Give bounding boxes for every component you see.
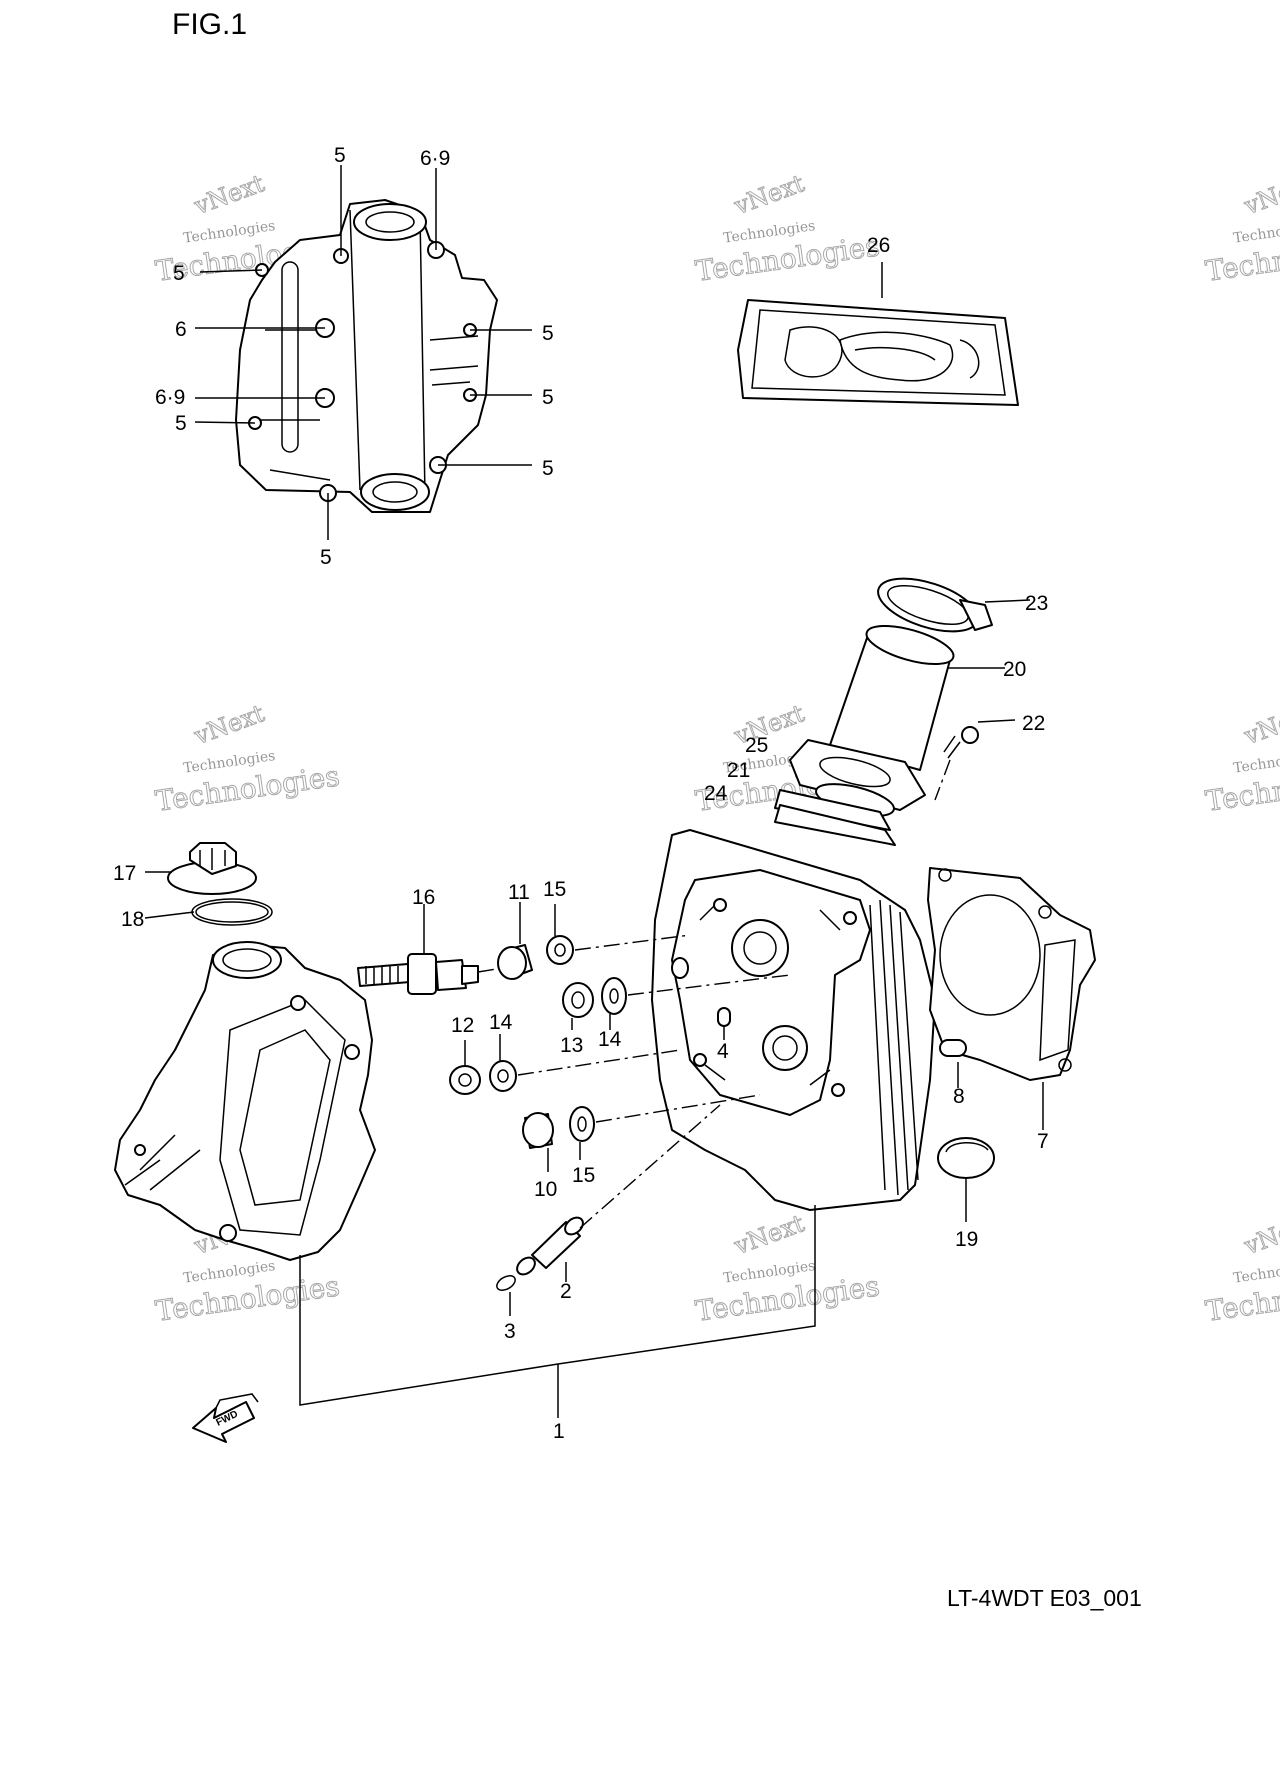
callout-16: 16: [412, 886, 435, 909]
watermark-text: Technologies: [1232, 748, 1280, 777]
callout-25: 25: [745, 734, 768, 757]
callout-5: 5: [542, 457, 554, 480]
callout-22: 22: [1022, 712, 1045, 735]
callout-26: 26: [867, 234, 890, 257]
cap-nut-top: [497, 944, 533, 980]
watermark-text: Technologies: [1232, 218, 1280, 247]
plug-cap: [937, 1137, 995, 1179]
callout-6-9: 6·9: [420, 147, 450, 170]
callout-5: 5: [320, 546, 332, 569]
callout-14: 14: [489, 1011, 513, 1034]
callout-12: 12: [451, 1014, 474, 1037]
diagram-code: LT-4WDT E03_001: [947, 1585, 1142, 1611]
callout-15: 15: [572, 1164, 595, 1187]
forward-arrow-icon: FWD: [192, 1393, 259, 1443]
watermark-text: Technologies: [1232, 1258, 1280, 1287]
gasket-set: [737, 299, 1019, 406]
dowel-pin: [939, 1039, 967, 1057]
callout-5: 5: [173, 262, 185, 285]
callout-14: 14: [598, 1028, 622, 1051]
svg-text:vNext: vNext: [190, 169, 268, 220]
callout-2: 2: [560, 1280, 572, 1303]
callout-19: 19: [955, 1228, 978, 1251]
valve-guide: [516, 1216, 584, 1276]
washer-top: [546, 935, 574, 965]
cylinder-head: [651, 829, 936, 1211]
callout-4: 4: [717, 1040, 729, 1063]
o-ring: [191, 898, 273, 926]
svg-text:vNext: vNext: [730, 1209, 808, 1260]
callout-5: 5: [334, 144, 346, 167]
cylinder-head-cover: [114, 941, 376, 1261]
svg-text:Technologies: Technologies: [693, 229, 881, 287]
cap-nut-low: [522, 1112, 554, 1149]
callout-8: 8: [953, 1085, 965, 1108]
valve-clip: [496, 1275, 516, 1291]
flange-nut-low: [449, 1065, 481, 1095]
callout-23: 23: [1025, 592, 1048, 615]
callout-labels: 5 6·9 5 6 6·9 5 5 5 5 5 26 23 20 22 25 2…: [113, 144, 1049, 1443]
flange-nut-mid: [562, 982, 594, 1018]
callout-6-9: 6·9: [155, 386, 185, 409]
svg-text:Technologies: Technologies: [153, 759, 341, 817]
callout-3: 3: [504, 1320, 516, 1343]
callout-17: 17: [113, 862, 136, 885]
washer-low: [489, 1060, 517, 1092]
cylinder-head-top-view: [235, 199, 498, 513]
intake-leaders: [934, 599, 1031, 801]
oil-filler-cap: [167, 842, 257, 895]
callout-11: 11: [508, 881, 530, 904]
svg-text:Technologies: Technologies: [153, 1269, 341, 1327]
callout-24: 24: [704, 782, 728, 805]
intake-pipe-assembly: [774, 577, 993, 846]
washer-mid: [601, 977, 627, 1015]
callout-1: 1: [553, 1420, 565, 1443]
callout-6: 6: [175, 318, 187, 341]
svg-text:Technologies: Technologies: [693, 1269, 881, 1327]
spark-plug: [357, 953, 479, 995]
callout-5: 5: [542, 322, 554, 345]
callout-20: 20: [1003, 658, 1026, 681]
svg-text:vNext: vNext: [1240, 169, 1280, 220]
svg-text:vNext: vNext: [190, 699, 268, 750]
svg-text:vNext: vNext: [1240, 1209, 1280, 1260]
callout-5: 5: [175, 412, 187, 435]
svg-text:vNext: vNext: [1240, 699, 1280, 750]
callout-10: 10: [534, 1178, 557, 1201]
washer-bottom: [569, 1106, 595, 1142]
callout-13: 13: [560, 1034, 583, 1057]
top-view-leaders: [194, 165, 532, 540]
callout-15: 15: [543, 878, 566, 901]
callout-21: 21: [727, 759, 750, 782]
callout-18: 18: [121, 908, 144, 931]
svg-text:vNext: vNext: [730, 699, 808, 750]
callout-5: 5: [542, 386, 554, 409]
head-gasket: [927, 867, 1096, 1081]
svg-text:vNext: vNext: [730, 169, 808, 220]
figure-title: FIG.1: [172, 8, 248, 41]
callout-7: 7: [1037, 1130, 1049, 1153]
